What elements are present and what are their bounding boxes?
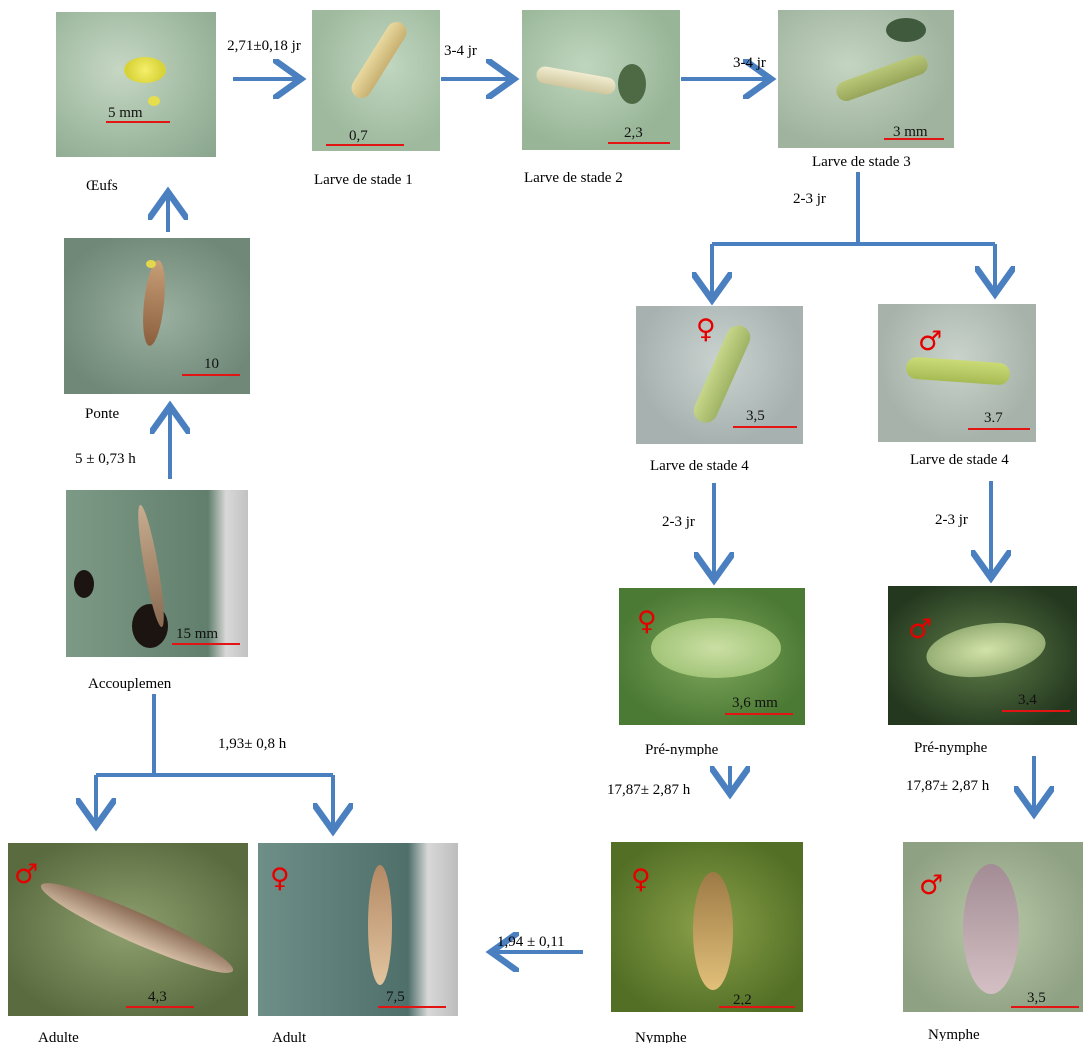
scale-label: 15 mm: [176, 626, 218, 642]
duration-larve4-to-prenymphe-female: 2-3 jr: [662, 514, 695, 531]
duration-accouplement-to-ponte: 5 ± 0,73 h: [75, 451, 136, 465]
scale-label: 5 mm: [108, 105, 143, 121]
photo-oeufs: 5 mm: [56, 12, 216, 157]
female-symbol: ♀: [637, 608, 657, 635]
scale-bar: [1002, 710, 1070, 712]
duration-accouplement-to-adults: 1,93± 0,8 h: [218, 736, 286, 753]
label-larve2: Larve de stade 2: [524, 170, 623, 187]
label-larve4-male: Larve de stade 4: [910, 452, 1009, 469]
label-nymphe-male: Nymphe: [928, 1027, 980, 1041]
photo-adulte-female: ♀ 7,5: [258, 843, 458, 1016]
label-accouplement: Accouplemen: [88, 676, 171, 693]
leaf-hole: [74, 570, 94, 598]
scale-bar: [106, 121, 170, 123]
duration-larve3-to-larve4: 2-3 jr: [793, 191, 826, 208]
scale-bar: [884, 138, 944, 140]
duration-prenymphe-to-nymphe-female: 17,87± 2,87 h: [607, 782, 690, 799]
label-adulte-female: Adult: [272, 1030, 306, 1047]
photo-nymphe-male: ♂ 3,5: [903, 842, 1083, 1012]
egg-single: [146, 260, 156, 268]
label-oeufs: Œufs: [86, 178, 118, 195]
egg-single: [148, 96, 160, 106]
photo-larve2: 2,3: [522, 10, 680, 150]
duration-larve4-to-prenymphe-male: 2-3 jr: [935, 512, 968, 529]
scale-bar: [378, 1006, 446, 1008]
scale-label: 10: [204, 356, 219, 372]
male-symbol: ♂: [908, 616, 932, 643]
label-larve3: Larve de stade 3: [812, 154, 911, 171]
scale-bar: [172, 643, 240, 645]
duration-prenymphe-to-nymphe-male: 17,87± 2,87 h: [906, 778, 989, 795]
scale-label: 3,5: [746, 408, 765, 424]
scale-label: 0,7: [349, 128, 368, 144]
duration-oeufs-to-larve1: 2,71±0,18 jr: [218, 38, 310, 68]
scale-bar: [126, 1006, 194, 1008]
leaf-hole: [886, 18, 926, 42]
photo-larve1: 0,7: [312, 10, 440, 151]
label-prenymphe-female: Pré-nymphe: [645, 742, 718, 756]
scale-bar: [725, 713, 793, 715]
photo-larve4-female: ♀ 3,5: [636, 306, 803, 444]
photo-prenymphe-female: ♀ 3,6 mm: [619, 588, 805, 725]
male-symbol: ♂: [14, 861, 38, 888]
scale-bar: [719, 1006, 795, 1008]
scale-label: 2,3: [624, 125, 643, 141]
scale-label: 3,7: [984, 410, 1003, 422]
photo-nymphe-female: ♀ 2,2: [611, 842, 803, 1012]
female-symbol: ♀: [631, 866, 651, 893]
photo-accouplement: 15 mm: [66, 490, 248, 657]
arrow-accouplement-split: [96, 694, 333, 775]
pupa: [693, 872, 733, 990]
duration-nymphe-to-adult: 1,94 ± 0,11: [497, 934, 565, 948]
label-nymphe-female: Nymphe: [635, 1030, 687, 1043]
pupa: [963, 864, 1019, 994]
label-larve1: Larve de stade 1: [314, 172, 413, 185]
arrow-larve3-split: [712, 172, 995, 244]
male-symbol: ♂: [918, 328, 942, 355]
leaf-hole: [618, 64, 646, 104]
label-prenymphe-male: Pré-nymphe: [914, 740, 987, 757]
scale-label: 7,5: [386, 989, 405, 1005]
photo-adulte-male: ♂ 4,3: [8, 843, 248, 1016]
label-larve4-female: Larve de stade 4: [650, 458, 749, 475]
moth: [368, 865, 392, 985]
scale-bar: [608, 142, 670, 144]
cocoon: [651, 618, 781, 678]
scale-bar: [326, 144, 404, 146]
scale-label: 2,2: [733, 992, 752, 1005]
scale-bar: [182, 374, 240, 376]
duration-larve1-to-larve2: 3-4 jr: [444, 43, 477, 60]
scale-label: 4,3: [148, 989, 167, 1005]
male-symbol: ♂: [919, 872, 943, 899]
scale-bar: [1011, 1006, 1079, 1008]
scale-label: 3,6 mm: [732, 695, 778, 711]
label-ponte: Ponte: [85, 406, 119, 418]
scale-label: 3,4: [1018, 692, 1037, 705]
photo-larve4-male: ♂ 3,7: [878, 304, 1036, 442]
scale-label: 3,5: [1027, 990, 1046, 1006]
photo-ponte: 10: [64, 238, 250, 394]
scale-bar: [968, 428, 1030, 430]
female-symbol: ♀: [270, 865, 290, 892]
label-adulte-male: Adulte: [38, 1030, 79, 1047]
scale-bar: [733, 426, 797, 428]
photo-larve3: 3 mm: [778, 10, 954, 148]
egg-cluster: [124, 57, 166, 83]
duration-larve2-to-larve3: 3-4 jr: [733, 55, 777, 72]
female-symbol: ♀: [696, 316, 716, 343]
photo-prenymphe-male: ♂ 3,4: [888, 586, 1077, 725]
